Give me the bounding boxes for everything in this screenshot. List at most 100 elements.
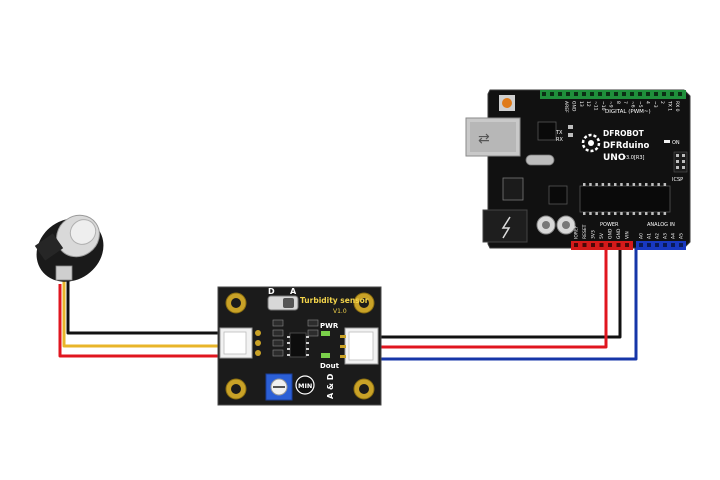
power-pin-label: GND: [608, 228, 614, 239]
digital-pin: [670, 92, 674, 96]
digital-pin: [598, 92, 602, 96]
label-pwr: PWR: [320, 322, 339, 330]
power-label: POWER: [600, 222, 619, 228]
digital-pin: [558, 92, 562, 96]
wire-red-5v: [378, 246, 608, 349]
digital-pin: [550, 92, 554, 96]
analog-pin: [655, 243, 659, 247]
digital-pin-label: GND: [570, 101, 576, 112]
mcu-pin: [595, 212, 598, 215]
mcu-pin: [589, 212, 592, 215]
digital-pin: [622, 92, 626, 96]
analog-header: [636, 241, 686, 250]
mcu-pin: [607, 183, 611, 186]
digital-pin-label: ~5: [637, 101, 643, 108]
wire-red-probe: [58, 284, 222, 358]
mounting-holes: [225, 292, 375, 400]
analog-pin-label: A3: [663, 233, 669, 239]
icsp-header: [673, 151, 688, 173]
digital-pin: [630, 92, 634, 96]
digital-pin: [606, 92, 610, 96]
power-pin: [616, 243, 621, 247]
digital-pin-label: 4: [644, 101, 650, 104]
svg-text:⇄: ⇄: [478, 131, 490, 147]
led-dout: [321, 353, 330, 358]
power-pin: [608, 243, 612, 247]
mcu-pin: [620, 212, 623, 215]
digital-pin-label: TX 1: [667, 100, 673, 111]
dfrobot-logo-icon: [581, 133, 601, 153]
dc-jack: [482, 209, 528, 243]
usb-port: ⇄: [465, 117, 521, 157]
board-version: V1.0: [333, 308, 347, 315]
analog-pin: [663, 243, 667, 247]
power-pin-label: GND: [616, 228, 622, 239]
turbidity-probe: [34, 214, 104, 282]
power-pin-label: 5V: [599, 232, 605, 239]
wires: [58, 246, 638, 361]
digital-pin: [582, 92, 586, 96]
digital-label: DIGITAL (PWM~): [605, 109, 651, 115]
mcu-pin: [638, 212, 642, 215]
switch-label-d: D: [268, 287, 275, 296]
wire-yellow-probe: [62, 281, 222, 348]
mcu-pin: [601, 183, 605, 186]
digital-pin: [542, 92, 546, 96]
mode-switch[interactable]: [267, 295, 299, 311]
mcu-pin: [632, 212, 636, 215]
led-pwr: [321, 331, 330, 336]
analog-pin-label: A4: [671, 233, 677, 239]
power-pin: [574, 243, 578, 247]
label-dout: Dout: [320, 362, 340, 370]
analog-pin: [647, 243, 651, 247]
analog-pin-label: A0: [639, 233, 645, 239]
brand-text: DFROBOT: [603, 129, 645, 138]
mcu-pin: [638, 183, 642, 186]
digital-pin: [678, 92, 682, 96]
mcu-pin: [657, 183, 660, 186]
switch-label-a: A: [290, 287, 297, 296]
mcu-pin: [614, 212, 617, 215]
label-a-and-d: A & D: [326, 373, 335, 399]
reset-button[interactable]: [499, 95, 515, 111]
ic-chip: [287, 332, 309, 358]
digital-pin-label: 12: [585, 101, 591, 107]
mcu-pin: [620, 183, 623, 186]
digital-pin: [638, 92, 642, 96]
digital-pin-label: ~11: [593, 101, 599, 111]
digital-pin: [590, 92, 594, 96]
power-pin: [599, 243, 604, 247]
resistors: [272, 319, 319, 357]
on-label: ON: [672, 140, 680, 146]
mcu-pin: [632, 183, 636, 186]
analog-pin-label: A2: [655, 233, 661, 239]
label-min: MIN: [298, 382, 312, 390]
digital-pin: [662, 92, 666, 96]
min-marker: [295, 375, 315, 395]
potentiometer[interactable]: [265, 373, 293, 401]
mcu-pin: [583, 212, 586, 215]
digital-pin-label: RX 0: [674, 101, 680, 112]
digital-pin-label: 8: [615, 101, 621, 104]
digital-pin-label: 13: [578, 101, 584, 107]
tx-label: TX: [555, 130, 563, 136]
crystal: [525, 154, 555, 166]
probe-connector: [219, 327, 253, 359]
mcu-pin: [651, 183, 654, 186]
power-pin-label: VIN: [625, 231, 631, 239]
power-pin: [591, 243, 595, 247]
model-text: DFRduino: [603, 141, 650, 151]
mcu-pin: [589, 183, 592, 186]
digital-pin: [654, 92, 658, 96]
digital-pin-label: 2: [659, 101, 665, 104]
uno-text: UNO: [603, 153, 626, 163]
wire-blue-a0: [378, 246, 638, 361]
digital-pin-label: AREF: [563, 101, 569, 113]
rev-text: v3.0[R3]: [623, 155, 645, 161]
wire-black-gnd: [378, 246, 622, 339]
digital-pin: [614, 92, 618, 96]
mcu-pin: [626, 212, 629, 215]
digital-pin-label: ~10: [600, 101, 606, 111]
